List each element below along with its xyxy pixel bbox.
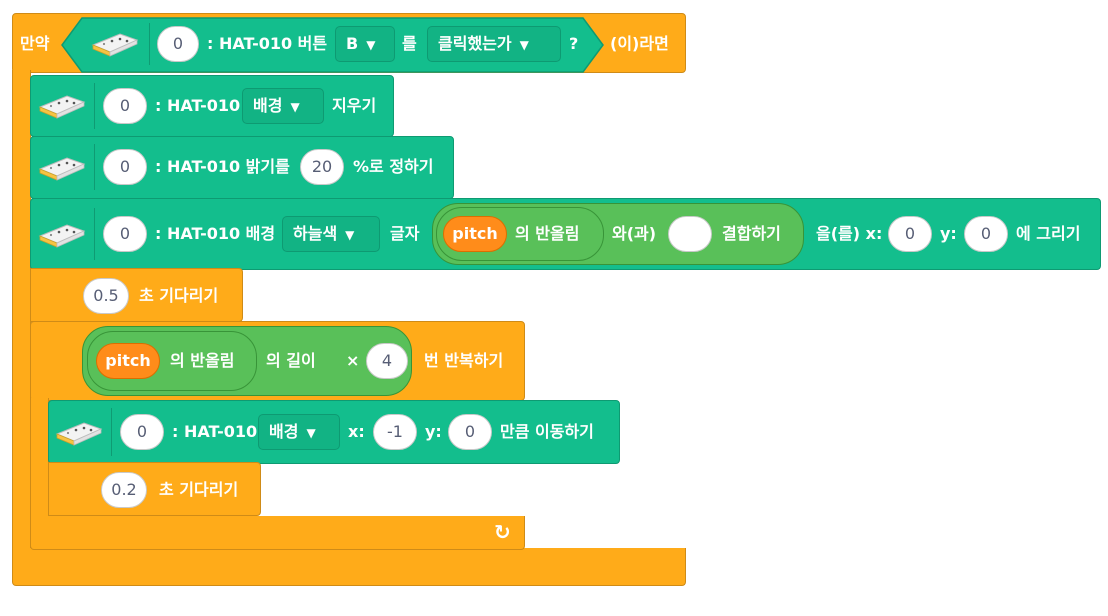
- repeat-label: 번 반복하기: [424, 351, 504, 370]
- pitch-variable[interactable]: pitch: [443, 216, 507, 252]
- hat-board-icon: [90, 28, 140, 58]
- seconds-input[interactable]: 0.5: [83, 278, 129, 314]
- x-input[interactable]: -1: [373, 414, 417, 450]
- port-input[interactable]: 0: [157, 26, 199, 62]
- action-label: 지우기: [332, 96, 377, 115]
- divider: [94, 144, 95, 190]
- y-label: y:: [940, 224, 957, 243]
- target-dropdown[interactable]: 배경 ▼: [242, 88, 324, 124]
- y-input[interactable]: 0: [448, 414, 492, 450]
- y-label: y:: [425, 422, 442, 441]
- length-label: 의 길이: [266, 351, 316, 370]
- clear-block[interactable]: [30, 75, 394, 137]
- caret-down-icon: ▼: [290, 99, 300, 114]
- caret-down-icon: ▼: [519, 37, 529, 52]
- button-dropdown-value: B: [346, 34, 359, 53]
- join-middle-label: 와(과): [612, 224, 657, 243]
- color-dropdown[interactable]: 하늘색 ▼: [282, 216, 380, 252]
- pitch-variable[interactable]: pitch: [96, 343, 160, 379]
- device-label: : HAT-010 버튼: [207, 34, 328, 53]
- caret-down-icon: ▼: [366, 37, 376, 52]
- divider: [94, 83, 95, 129]
- hat-board-icon: [37, 90, 87, 120]
- event-dropdown-value: 클릭했는가: [438, 34, 512, 53]
- join-second-input[interactable]: [668, 216, 712, 252]
- round-label: 의 반올림: [170, 351, 235, 370]
- port-input[interactable]: 0: [103, 88, 147, 124]
- wait-label: 초 기다리기: [159, 480, 239, 499]
- divider: [111, 408, 112, 456]
- if-block-footer: [12, 548, 686, 586]
- if-block-arm: [12, 70, 31, 560]
- times-sign: ×: [346, 351, 360, 370]
- x-input[interactable]: 0: [888, 216, 932, 252]
- port-input[interactable]: 0: [103, 216, 147, 252]
- event-dropdown[interactable]: 클릭했는가 ▼: [427, 26, 561, 62]
- target-dropdown[interactable]: 배경 ▼: [258, 414, 340, 450]
- at-x-label: 을(를) x:: [816, 224, 883, 243]
- round-label: 의 반올림: [515, 224, 580, 243]
- hat-board-icon: [37, 219, 87, 249]
- particle-label: 를: [402, 34, 417, 53]
- wait-label: 초 기다리기: [139, 286, 219, 305]
- wait-block[interactable]: [30, 268, 243, 322]
- divider: [149, 23, 150, 65]
- move-suffix-label: 만큼 이동하기: [500, 422, 594, 441]
- color-dropdown-value: 하늘색: [293, 224, 338, 243]
- hat-board-icon: [54, 417, 104, 447]
- device-label: : HAT-010 배경: [155, 224, 276, 243]
- brightness-input[interactable]: 20: [300, 149, 344, 185]
- port-input[interactable]: 0: [120, 414, 164, 450]
- draw-suffix-label: 에 그리기: [1016, 224, 1081, 243]
- caret-down-icon: ▼: [345, 227, 355, 242]
- device-label: : HAT-010 밝기를: [155, 157, 290, 176]
- port-input[interactable]: 0: [103, 149, 147, 185]
- repeat-block-arm: [30, 398, 49, 518]
- repeat-block-footer: [30, 516, 525, 550]
- caret-down-icon: ▼: [306, 425, 316, 440]
- brightness-block[interactable]: [30, 136, 454, 199]
- hat-board-icon: [37, 152, 87, 182]
- brightness-suffix: %로 정하기: [353, 157, 434, 176]
- device-label: : HAT-010: [155, 96, 241, 115]
- divider: [94, 208, 95, 260]
- button-dropdown[interactable]: B▼: [335, 26, 395, 62]
- wait-block[interactable]: [48, 462, 261, 516]
- target-dropdown-value: 배경: [269, 422, 299, 441]
- device-label: : HAT-010: [172, 422, 258, 441]
- x-label: x:: [348, 422, 365, 441]
- text-label: 글자: [390, 224, 420, 243]
- if-prefix-label: 만약: [20, 34, 50, 53]
- y-input[interactable]: 0: [964, 216, 1008, 252]
- multiplier-input[interactable]: 4: [366, 343, 408, 379]
- loop-arrow-icon: ↻: [494, 520, 511, 544]
- if-suffix-label: (이)라면: [610, 34, 669, 53]
- join-suffix-label: 결합하기: [722, 224, 781, 243]
- target-dropdown-value: 배경: [253, 96, 283, 115]
- question-mark: ?: [569, 34, 579, 53]
- seconds-input[interactable]: 0.2: [101, 472, 147, 508]
